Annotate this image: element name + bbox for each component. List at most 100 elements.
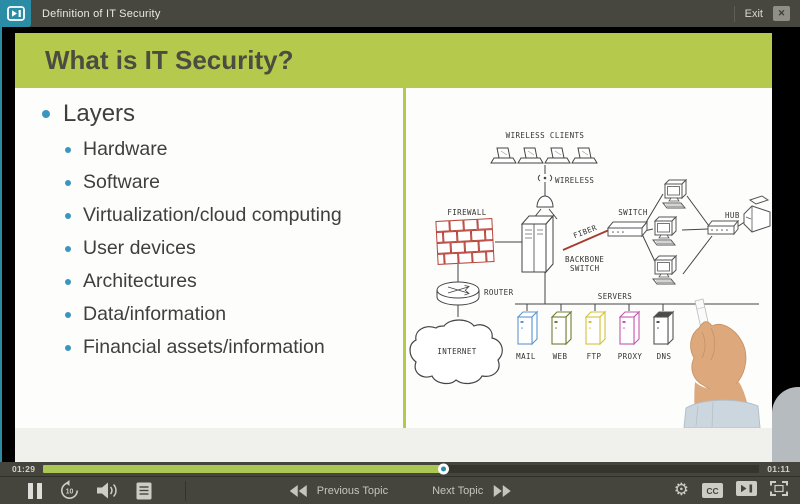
bullet-item: Virtualization/cloud computing [65,204,403,227]
bullet-text: Software [83,171,160,193]
label-router: ROUTER [484,288,514,297]
network-diagram: WIRELESS CLIENTS [409,131,771,429]
label-backbone-2: SWITCH [570,264,600,273]
sidebar-toggle-icon [736,480,757,496]
label-proxy: PROXY [618,352,643,361]
replay-10-button[interactable]: 10 [59,480,80,501]
label-wireless: WIRELESS [555,176,594,185]
antenna-icon [536,195,554,208]
previous-topic-button[interactable]: Previous Topic [316,484,389,497]
presenter-shoulder [772,387,800,462]
bullet-dot [65,212,71,219]
exit-button[interactable]: Exit [744,7,763,20]
control-bar: 10 [0,476,800,504]
hand-with-marker [683,298,761,429]
label-fiber: FIBER [572,223,598,240]
bullet-text: User devices [83,237,196,259]
bullet-item: Software [65,171,403,194]
bullet-dot [65,311,71,318]
label-wireless-clients: WIRELESS CLIENTS [506,131,585,140]
server-tower-ftp [584,310,607,346]
replay-10-icon: 10 [61,480,78,499]
lesson-title: Definition of IT Security [42,7,161,20]
backbone-switch-icon [520,214,555,274]
bullet-dot [65,344,71,351]
laptop-icons [490,147,598,164]
bullet-text: Financial assets/information [83,336,325,358]
titlebar-divider [733,5,735,22]
bullet-dot [65,179,71,186]
label-ftp: FTP [587,352,602,361]
bullet-item: Data/information [65,303,403,326]
label-switch: SWITCH [618,208,648,217]
bullet-column: Layers Hardware Software Virtualization/… [15,88,403,428]
svg-text:10: 10 [66,489,74,496]
bullet-item: User devices [65,237,403,260]
remaining-time: 01:11 [767,464,790,474]
seek-bar-row: 01:29 01:11 [0,462,800,476]
closed-captions-button[interactable]: CC [702,483,723,498]
label-firewall: FIREWALL [447,208,486,217]
label-web: WEB [553,352,568,361]
server-tower-web [550,310,573,346]
stage: What is IT Security? Layers Hardware Sof… [0,27,800,462]
bullet-item: Architectures [65,270,403,293]
label-servers: SERVERS [598,292,632,301]
column-divider [403,88,406,428]
sidebar-open-button[interactable] [0,0,31,27]
bullet-text: Hardware [83,138,168,160]
settings-gear-icon[interactable]: ⚙ [673,480,689,500]
next-topic-button[interactable]: Next Topic [432,484,484,497]
controls-divider [185,480,186,501]
transcript-icon [136,482,152,499]
fullscreen-icon [770,480,788,496]
bullet-dot [65,278,71,285]
pc-icon-3 [652,255,677,285]
firewall-icon [435,218,495,265]
bullet-dot [42,110,50,118]
label-mail: MAIL [516,352,536,361]
transcript-button[interactable] [136,482,152,500]
hub-icon [706,219,740,236]
panel-arrow-icon [6,6,25,21]
bullet-text: Architectures [83,270,197,292]
playhead-handle[interactable] [437,463,449,475]
diagram-panel: WIRELESS CLIENTS [406,88,772,429]
bullet-text: Data/information [83,303,227,325]
seek-track[interactable] [43,463,760,475]
server-tower-mail [516,310,539,346]
slide-header: What is IT Security? [15,33,772,88]
bullet-item-main: Layers [42,100,403,128]
stage-letterbox [15,428,772,462]
bullet-dot [65,245,71,252]
bullet-item: Hardware [65,138,403,161]
wifi-icon [537,174,553,182]
next-arrows-icon[interactable] [492,484,511,497]
server-tower-dns [652,310,675,346]
printer-icon [743,195,771,233]
seek-progress-fill [43,463,449,475]
bullet-item: Financial assets/information [65,336,403,359]
bullet-dot [65,146,71,153]
switch-icon [606,220,649,238]
bullet-text: Virtualization/cloud computing [83,204,342,226]
previous-arrows-icon[interactable] [289,484,308,497]
label-internet: INTERNET [437,347,476,356]
volume-button[interactable] [97,482,119,499]
close-icon[interactable]: ✕ [773,6,790,21]
sidebar-toggle-button[interactable] [736,480,757,501]
pc-icon-1 [662,179,687,209]
title-bar: Definition of IT Security Exit ✕ [0,0,800,27]
pause-button[interactable] [28,482,42,499]
volume-icon [97,482,117,499]
stage-accent-edge [0,27,2,462]
server-tower-proxy [618,310,641,346]
router-icon [436,281,480,306]
fullscreen-button[interactable] [770,480,788,501]
elapsed-time: 01:29 [12,464,36,474]
label-dns: DNS [657,352,672,361]
slide: What is IT Security? Layers Hardware Sof… [15,33,772,429]
label-hub: HUB [725,211,740,220]
bullet-text: Layers [63,100,136,127]
